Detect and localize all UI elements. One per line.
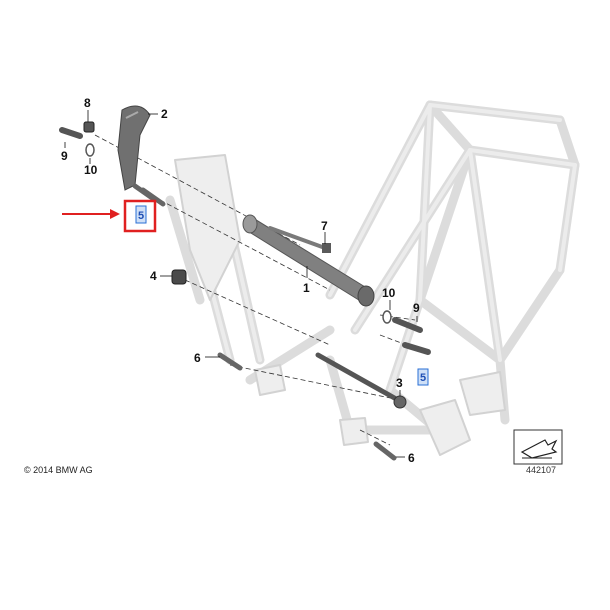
bolt-part-9-left xyxy=(59,127,83,139)
long-bolt-part-3 xyxy=(315,352,407,409)
callout-7: 7 xyxy=(321,219,328,233)
bolt-part-6-mid xyxy=(217,352,243,371)
callout-10-left: 10 xyxy=(84,163,98,177)
red-pointer-arrow-icon xyxy=(62,209,120,219)
leader-lines xyxy=(64,110,418,458)
callout-5-highlight-box xyxy=(123,199,157,233)
orientation-arrow-icon xyxy=(513,429,563,465)
callout-9-right: 9 xyxy=(413,301,420,315)
diagram-number: 442107 xyxy=(526,465,557,475)
copyright-text: © 2014 BMW AG xyxy=(24,465,93,475)
nut-part-4 xyxy=(171,269,187,285)
callout-6-bottom: 6 xyxy=(408,451,415,465)
motorcycle-frame xyxy=(165,100,580,456)
bolt-part-5-right xyxy=(402,342,431,355)
callout-5-boxed: 5 xyxy=(138,210,144,222)
bracket-part-2 xyxy=(117,105,151,191)
callout-10-right: 10 xyxy=(382,286,396,300)
callout-5-inner-box xyxy=(135,205,147,224)
callout-8: 8 xyxy=(84,96,91,110)
washer-part-10-left xyxy=(85,143,95,157)
bolt-part-9-right xyxy=(392,317,423,333)
callout-3: 3 xyxy=(396,376,403,390)
callout-9-left: 9 xyxy=(61,149,68,163)
washer-part-10-right xyxy=(382,310,392,324)
bolt-part-6-bottom xyxy=(373,441,397,461)
nut-part-8 xyxy=(83,121,95,133)
callout-6-mid: 6 xyxy=(194,351,201,365)
bolt-part-7 xyxy=(268,226,331,253)
callout-5-small: 5 xyxy=(420,372,426,384)
callout-5-small-box xyxy=(417,368,429,386)
bolts-part-5-top xyxy=(132,183,166,207)
callout-1: 1 xyxy=(303,281,310,295)
callout-2: 2 xyxy=(161,107,168,121)
shaft-part-1 xyxy=(242,214,375,307)
callout-4: 4 xyxy=(150,269,157,283)
